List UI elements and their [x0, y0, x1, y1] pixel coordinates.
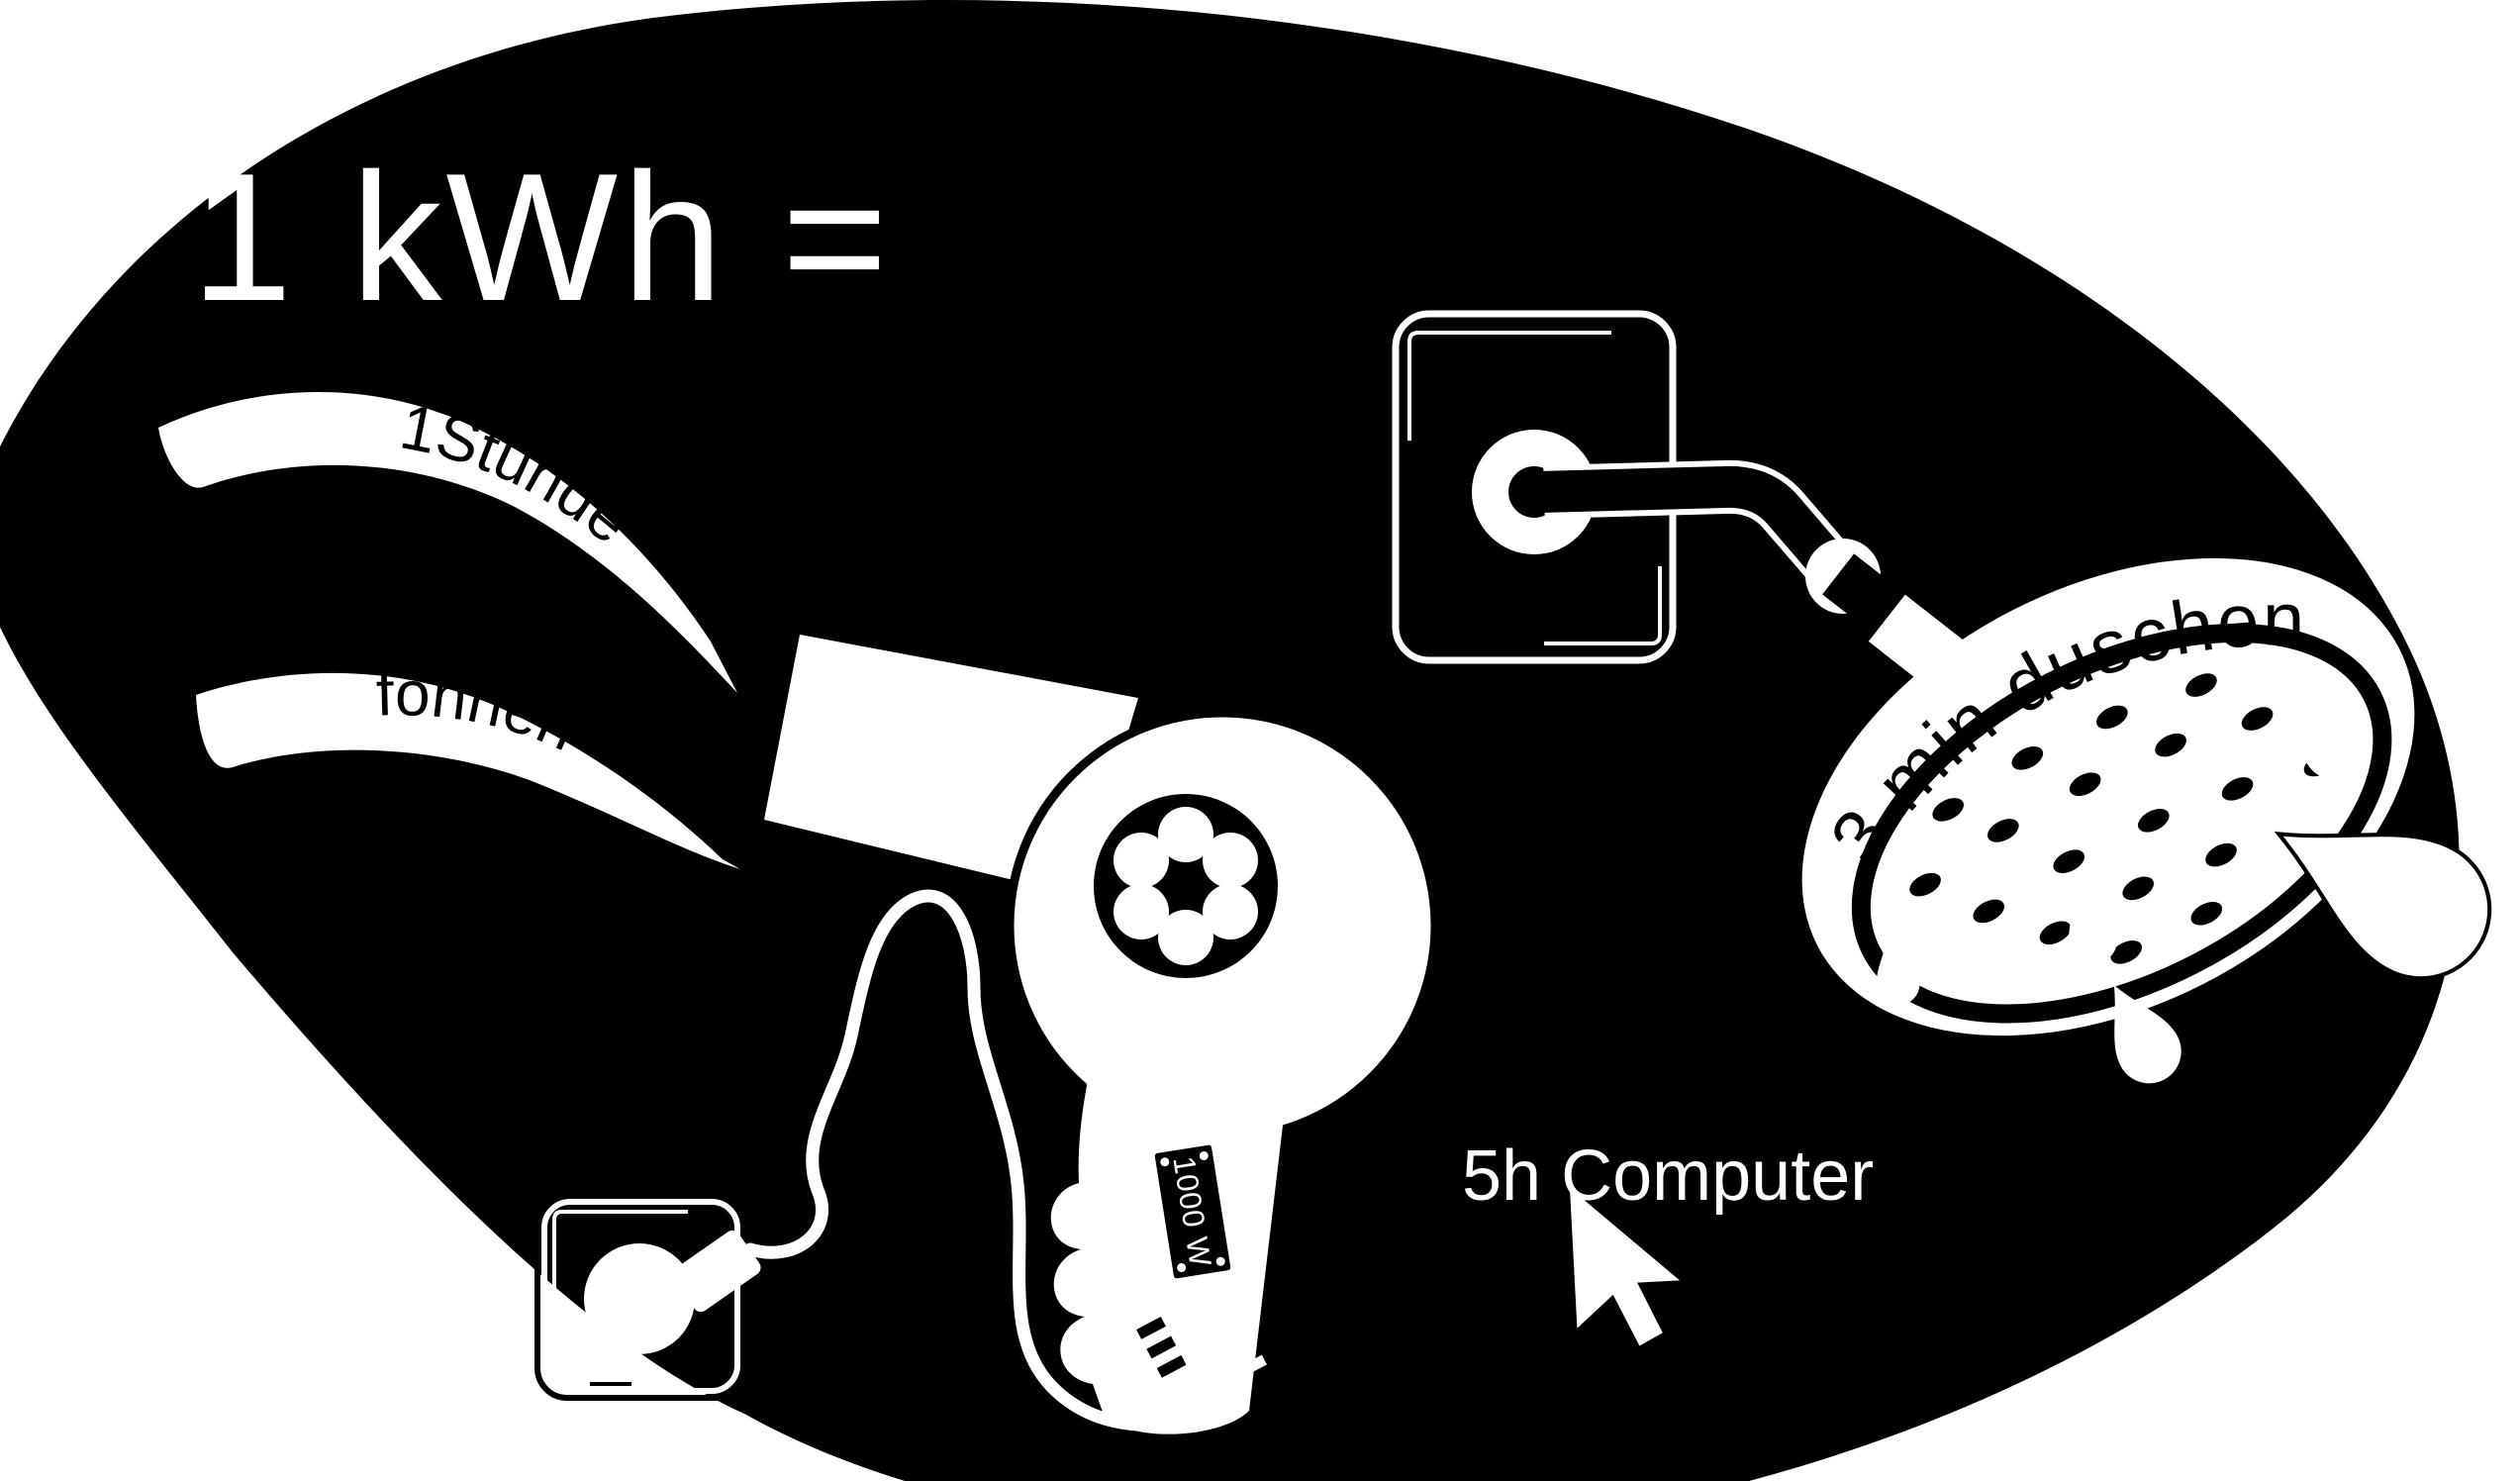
nozzle-holes: [1909, 673, 2336, 964]
water-drop-icon: [2113, 985, 2181, 1084]
air-ribbon-2: [196, 672, 740, 869]
power-cord: [743, 889, 1238, 1432]
water-drop-icon: [2069, 887, 2118, 964]
computer-duration-text: 5h Computer: [1462, 1136, 1874, 1216]
shower-head-rim-ring: [1851, 624, 2392, 1024]
water-drop-icon: [2288, 730, 2349, 778]
power-plug-icon: [584, 1243, 695, 1354]
plug-cap: [672, 1230, 761, 1313]
computer-equivalent: 5h Computer: [1462, 1136, 1874, 1346]
water-drop-outlined-icon: [2274, 831, 2492, 981]
shower-plate-highlight-line: [1407, 331, 1611, 441]
shower-plate-lowlight-line: [1544, 566, 1662, 645]
mouse-cursor-icon: [1570, 1188, 1681, 1346]
cord-strain-relief: [1136, 1297, 1267, 1417]
headline: 1 kWh =: [191, 135, 892, 339]
air-ribbon-1: [158, 391, 737, 693]
outlet-highlight-line: [552, 1210, 688, 1309]
water-drops: [1877, 730, 2492, 1084]
shower-head-icon: 3 min duschen: [1781, 511, 2415, 1037]
shower-icon: 3 min duschen: [1392, 310, 2492, 1084]
outlet-plate-outer-line: [534, 1192, 747, 1401]
power-rating-plate: 1000 W: [1154, 1144, 1231, 1279]
fan-icon: [1094, 794, 1278, 978]
power-outlet-icon: [534, 1192, 761, 1401]
outlet-plate-inner-line: [541, 1199, 740, 1394]
water-drop-icon: [1877, 935, 1920, 1006]
